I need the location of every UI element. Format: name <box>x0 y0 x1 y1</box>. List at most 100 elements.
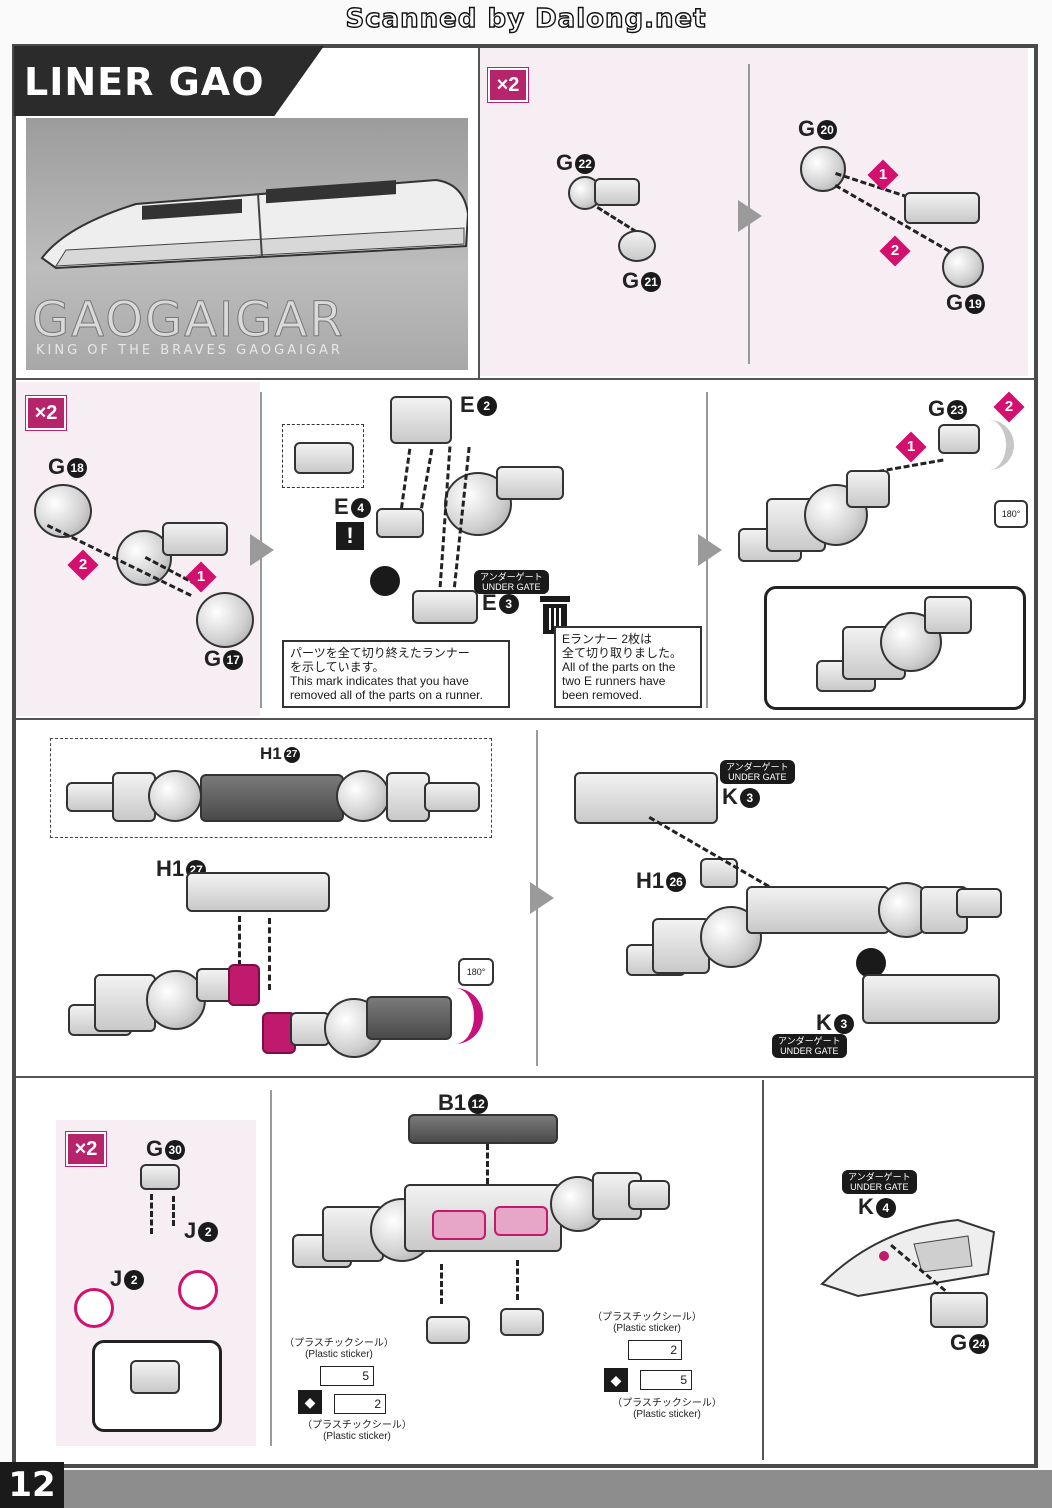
half-left-body <box>94 974 156 1032</box>
part-g21 <box>618 230 656 262</box>
part-h1-26 <box>700 858 738 888</box>
section-divider-2 <box>16 718 1034 720</box>
assembly-arrow <box>150 1194 153 1234</box>
part-g24 <box>930 1292 988 1328</box>
section-divider-1 <box>16 378 1034 380</box>
assembly-right-ball <box>336 770 390 822</box>
assembly-right-end <box>424 782 480 812</box>
step-marker: 1 <box>867 159 899 191</box>
part-number: 24 <box>969 1334 990 1355</box>
part-number: 19 <box>965 294 986 315</box>
sticker-direction-icon: ◆ <box>604 1368 628 1392</box>
wheel-part <box>426 1316 470 1344</box>
assembly-left-end <box>66 782 120 812</box>
multiplier-badge: ×2 <box>487 67 529 103</box>
part-number: 3 <box>498 594 519 615</box>
under-gate-nipper-icon <box>370 566 400 596</box>
no-cut-icon <box>178 1270 218 1310</box>
assembly-arrow <box>268 918 271 990</box>
sticker-label-left-bottom: （プラスチックシール）(Plastic sticker) <box>302 1420 412 1442</box>
sticker-label-left: （プラスチックシール）(Plastic sticker) <box>284 1338 394 1360</box>
part-number: 20 <box>817 120 838 141</box>
section-title: LINER GAO <box>24 60 265 104</box>
part-b1-12 <box>408 1114 558 1144</box>
train-right-end <box>628 1180 670 1210</box>
assembly-right-body <box>386 772 430 822</box>
part-number: 23 <box>947 400 968 421</box>
panel-divider <box>270 1090 272 1446</box>
preview-car <box>130 1360 180 1394</box>
part-e2 <box>390 396 452 444</box>
assembly-arrow <box>440 1264 443 1304</box>
logo-gaogaigar: GAOGAIGAR <box>32 292 345 349</box>
assembly-center <box>200 774 344 822</box>
part-h1-27 <box>186 872 330 912</box>
next-step-arrow <box>738 200 762 232</box>
detail-callout <box>50 738 492 838</box>
train-sticker-right <box>494 1206 548 1236</box>
under-gate-nipper-icon <box>856 948 886 978</box>
part-e3 <box>412 590 478 624</box>
wheel-part <box>500 1308 544 1336</box>
part-number: 21 <box>641 272 662 293</box>
sticker-label-right: （プラスチックシール）(Plastic sticker) <box>592 1312 702 1334</box>
step-marker: 2 <box>993 391 1025 423</box>
half-right-joint <box>290 1012 330 1046</box>
part-number: 4 <box>875 1198 896 1219</box>
runner-note-right: Eランナー 2枚は 全て切り取りました。 All of the parts on… <box>554 626 702 708</box>
assembly-arrow <box>486 1144 489 1184</box>
body-center <box>746 886 890 934</box>
next-step-arrow <box>250 534 274 566</box>
part-number: 27 <box>283 746 300 763</box>
part-k3-bottom <box>862 974 1000 1024</box>
step-marker: 2 <box>67 549 99 581</box>
footer-bar <box>64 1470 1052 1508</box>
half-right-body <box>366 996 452 1040</box>
part-k4-nose <box>820 1218 996 1298</box>
part-number: 3 <box>739 788 760 809</box>
multiplier-badge: ×2 <box>65 1131 107 1167</box>
part-g22-shaft <box>594 178 640 206</box>
part-detail <box>294 442 354 474</box>
part-g20 <box>800 146 846 192</box>
assembly-arrow <box>172 1196 175 1226</box>
section-divider-3 <box>16 1076 1034 1078</box>
scan-credit: Scanned by Dalong.net <box>345 3 707 34</box>
arm-joint <box>846 470 890 508</box>
part-number: 17 <box>223 650 244 671</box>
sticker-direction-icon: ◆ <box>298 1390 322 1414</box>
part-number: 18 <box>67 458 88 479</box>
preview-joint <box>924 596 972 634</box>
rotate-arrow <box>442 988 483 1044</box>
next-step-arrow <box>530 882 554 914</box>
panel-divider <box>762 1080 764 1460</box>
sticker-chip: 5 <box>640 1370 692 1390</box>
assembly-arrow <box>516 1260 519 1300</box>
part-number: 3 <box>833 1014 854 1035</box>
liner-gao-photo <box>26 118 470 370</box>
part-e4 <box>376 508 424 538</box>
rotate-180-badge: 180° <box>458 958 494 986</box>
part-number: 4 <box>350 498 371 519</box>
part-number: 30 <box>165 1140 186 1161</box>
next-step-arrow <box>698 534 722 566</box>
multiplier-badge: ×2 <box>25 395 67 431</box>
assembly-left-ball <box>148 770 202 822</box>
